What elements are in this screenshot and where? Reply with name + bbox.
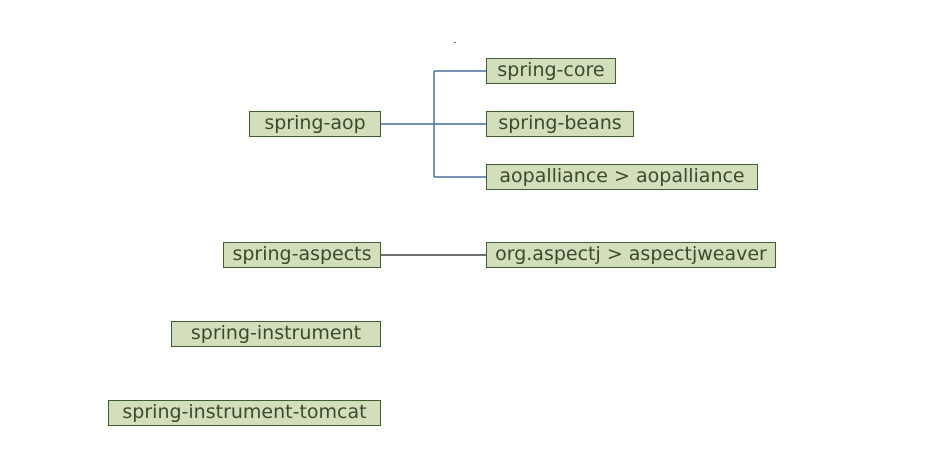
node-spring-aspects[interactable]: spring-aspects xyxy=(223,242,381,268)
node-aspectjweaver[interactable]: org.aspectj > aspectjweaver xyxy=(486,242,776,268)
node-aopalliance[interactable]: aopalliance > aopalliance xyxy=(486,164,758,190)
node-spring-instrument[interactable]: spring-instrument xyxy=(171,321,381,347)
node-spring-core[interactable]: spring-core xyxy=(486,58,616,84)
node-spring-instrument-tomcat[interactable]: spring-instrument-tomcat xyxy=(108,400,381,426)
node-spring-beans[interactable]: spring-beans xyxy=(486,111,634,137)
stray-dot xyxy=(454,42,456,43)
node-spring-aop[interactable]: spring-aop xyxy=(249,111,381,137)
